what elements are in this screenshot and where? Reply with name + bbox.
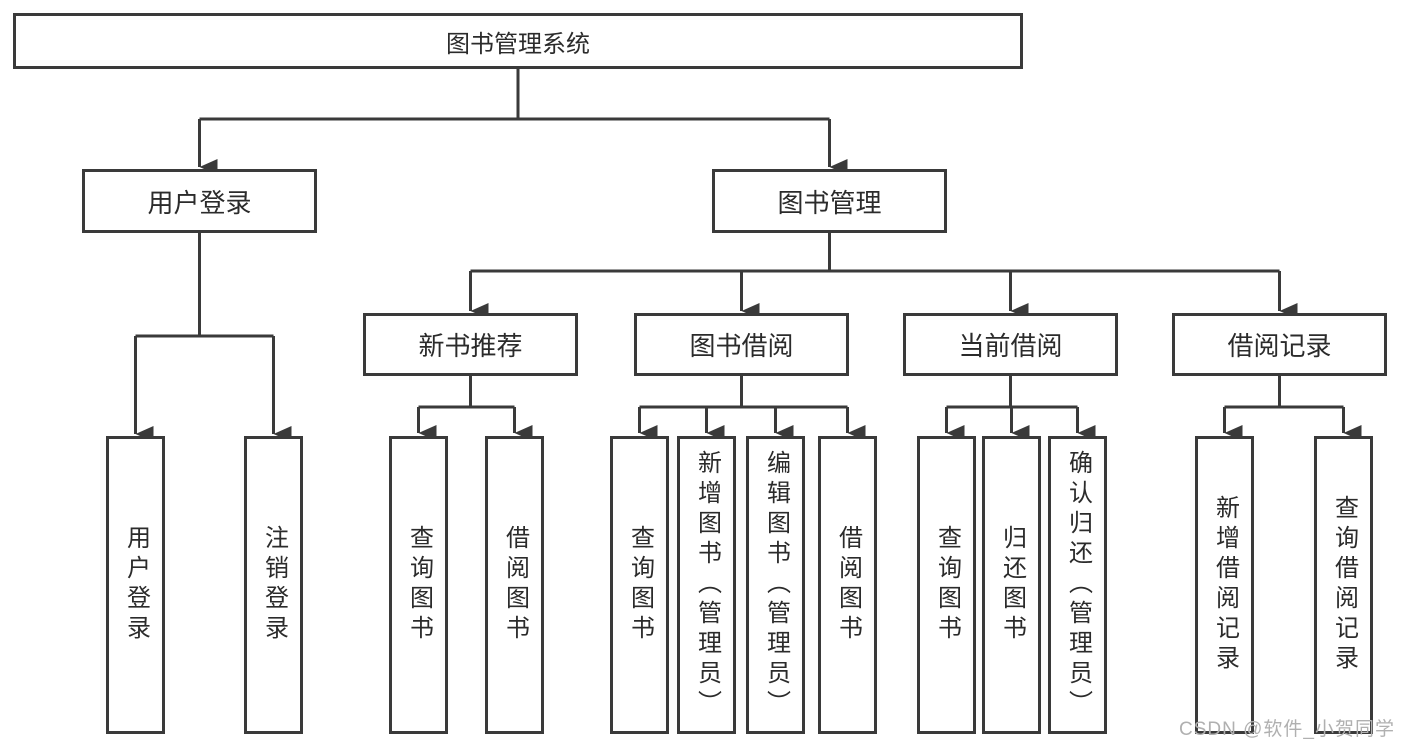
- leaf-borrow-books-1: 借阅图书: [485, 436, 544, 734]
- node-book-borrowing: 图书借阅: [634, 313, 849, 376]
- node-user-login: 用户登录: [82, 169, 317, 233]
- leaf-borrow-books-2: 借阅图书: [818, 436, 877, 734]
- node-label: 图书管理系统: [446, 30, 590, 58]
- node-current-borrowing: 当前借阅: [903, 313, 1118, 376]
- node-borrowing-records: 借阅记录: [1172, 313, 1387, 376]
- node-label: 用户登录: [147, 187, 252, 218]
- node-label: 图书借阅: [689, 331, 794, 361]
- leaf-user-login: 用户登录: [106, 436, 165, 734]
- node-book-management: 图书管理: [712, 169, 947, 233]
- node-label: 查询图书: [933, 525, 961, 645]
- node-label: 注销登录: [260, 525, 288, 645]
- leaf-add-borrow-record: 新增借阅记录: [1195, 436, 1254, 734]
- leaf-edit-book-admin: 编辑图书（管理员）: [746, 436, 805, 734]
- node-label: 查询借阅记录: [1330, 495, 1358, 675]
- node-label: 借阅记录: [1227, 331, 1332, 361]
- leaf-query-books-2: 查询图书: [610, 436, 669, 734]
- node-label: 借阅图书: [501, 525, 529, 645]
- node-label: 借阅图书: [834, 525, 862, 645]
- node-new-book-recommendation: 新书推荐: [363, 313, 578, 376]
- watermark: CSDN @软件_小贺同学: [1179, 719, 1395, 740]
- leaf-return-books: 归还图书: [982, 436, 1041, 734]
- node-label: 当前借阅: [958, 331, 1063, 361]
- leaf-logout: 注销登录: [244, 436, 303, 734]
- node-label: 新增图书（管理员）: [693, 450, 721, 720]
- leaf-query-borrow-record: 查询借阅记录: [1314, 436, 1373, 734]
- node-label: 新书推荐: [418, 331, 523, 361]
- leaf-add-book-admin: 新增图书（管理员）: [677, 436, 736, 734]
- node-library-management-system: 图书管理系统: [13, 13, 1023, 69]
- node-label: 用户登录: [122, 525, 150, 645]
- node-label: 查询图书: [626, 525, 654, 645]
- leaf-query-books-3: 查询图书: [917, 436, 976, 734]
- leaf-query-books-1: 查询图书: [389, 436, 448, 734]
- node-label: 编辑图书（管理员）: [762, 450, 790, 720]
- node-label: 确认归还（管理员）: [1064, 450, 1092, 720]
- node-label: 查询图书: [405, 525, 433, 645]
- leaf-confirm-return-admin: 确认归还（管理员）: [1048, 436, 1107, 734]
- node-label: 图书管理: [777, 187, 882, 218]
- node-label: 归还图书: [998, 525, 1026, 645]
- node-label: 新增借阅记录: [1211, 495, 1239, 675]
